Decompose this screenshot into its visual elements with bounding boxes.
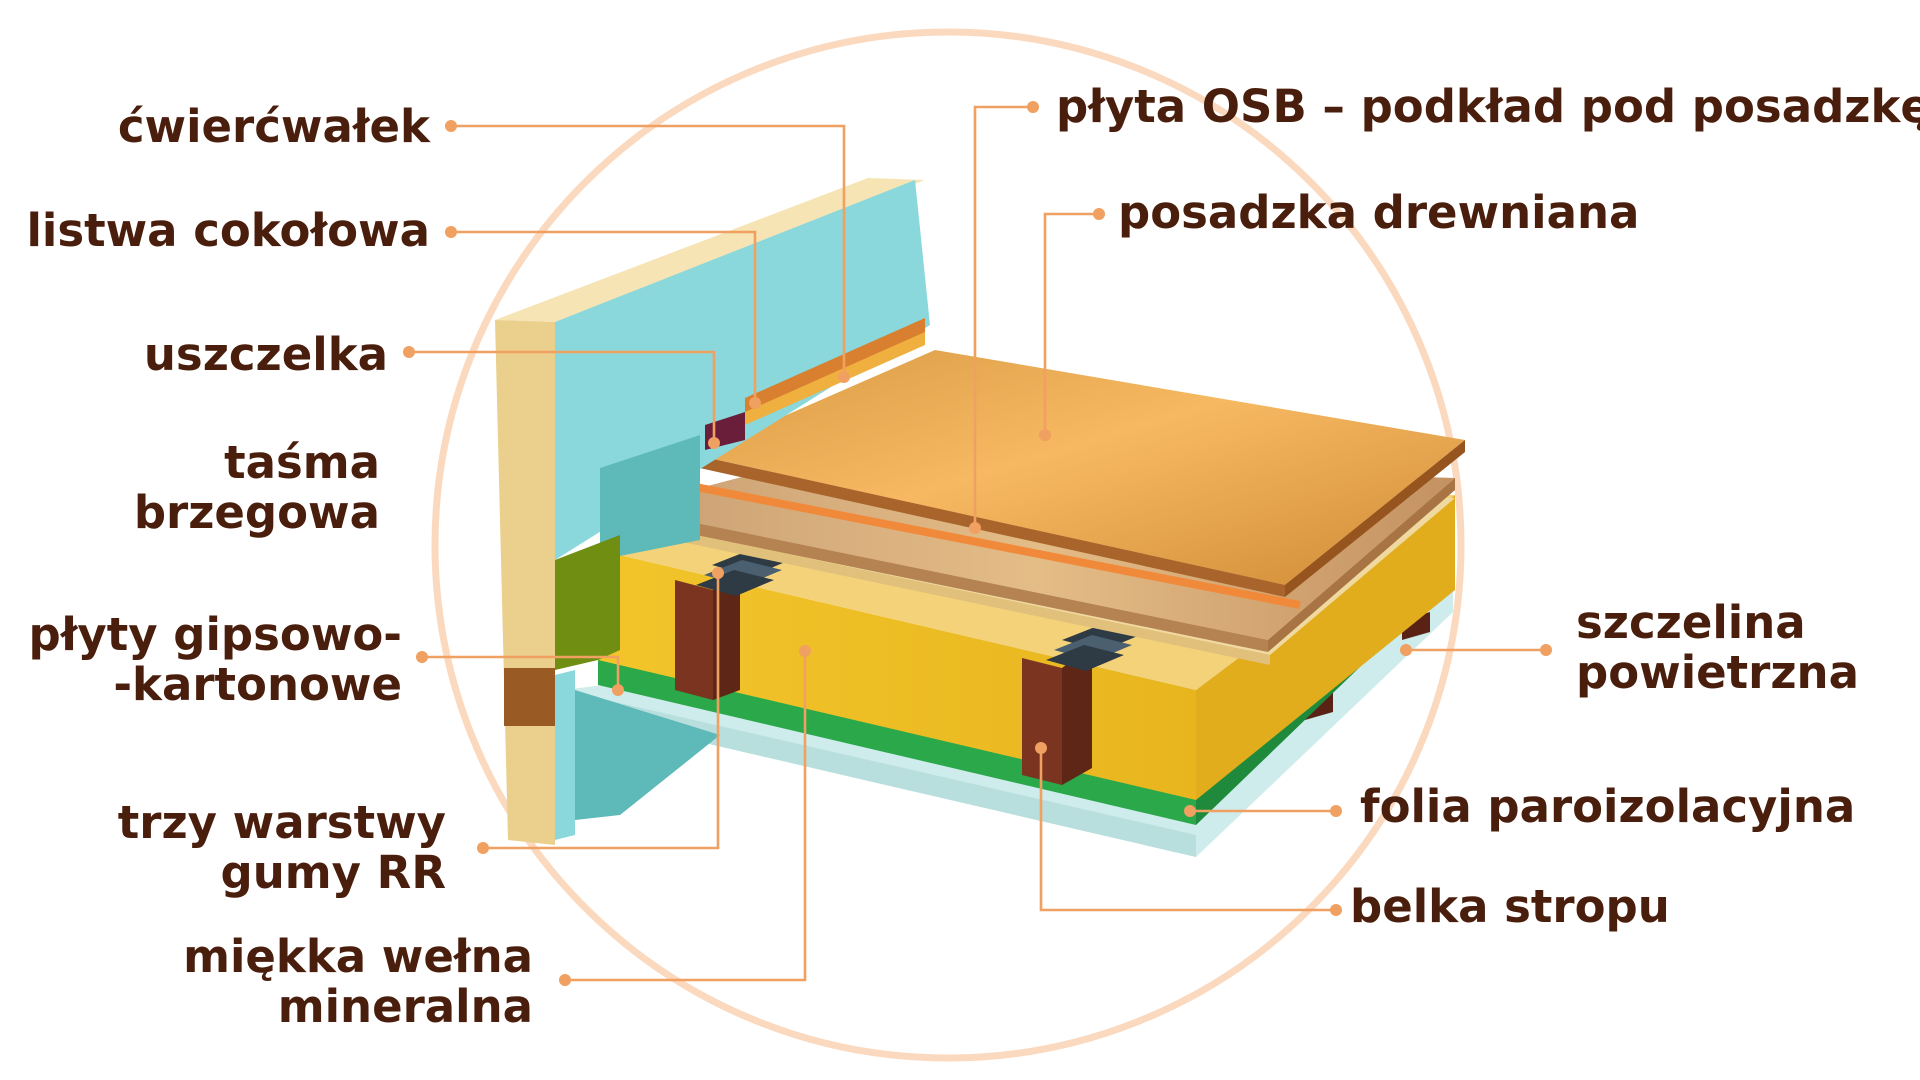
- label-szczelina-line-2: powietrzna: [1576, 646, 1859, 699]
- label-gumy-line-1: trzy warstwy: [118, 796, 446, 849]
- label-folia: folia paroizolacyjna: [1360, 780, 1855, 833]
- skirting-board: [745, 328, 925, 425]
- label-gumy-line-2: gumy RR: [221, 846, 446, 899]
- label-uszczelka: uszczelka: [144, 328, 388, 381]
- osb-strip: [669, 478, 1301, 609]
- osb-board-front: [623, 508, 1268, 652]
- label-tasma-line-1: taśma: [224, 436, 380, 489]
- label-plyty-line-2: -kartonowe: [113, 658, 402, 711]
- leader-lines: [409, 105, 1546, 982]
- beam-2-front: [1022, 658, 1062, 785]
- leader-posadzka: [1043, 212, 1099, 435]
- wall-render-top: [495, 178, 925, 322]
- label-szczelina-line-1: szczelina: [1576, 596, 1806, 649]
- wall-board-lower: [555, 670, 575, 840]
- label-welna-line-1: miękka wełna: [183, 930, 533, 983]
- background-circle: [431, 28, 1465, 1062]
- label-tasma-line-2: brzegowa: [134, 486, 380, 539]
- wall-render-front: [495, 320, 555, 845]
- vapor-foil: [598, 655, 1196, 825]
- wall-mortar-band: [504, 668, 555, 726]
- label-osb: płyta OSB – podkład pod posadzkę: [1056, 80, 1920, 133]
- beam-1-front: [675, 580, 713, 700]
- leader-cwiercwalek: [451, 124, 846, 377]
- leader-plyty: [422, 655, 620, 690]
- label-listwa: listwa cokołowa: [26, 204, 430, 257]
- label-cwiercwalek: ćwierćwałek: [118, 100, 431, 153]
- label-belka: belka stropu: [1350, 880, 1670, 933]
- wood-floor-top: [695, 350, 1465, 585]
- leader-gumy: [483, 573, 720, 850]
- leader-belka: [1039, 748, 1336, 912]
- leader-welna: [565, 651, 807, 982]
- leader-listwa: [451, 230, 757, 403]
- label-plyty-line-1: płyty gipsowo-: [29, 608, 402, 661]
- mineral-wool-side: [1196, 495, 1455, 800]
- quarter-round: [745, 318, 925, 412]
- label-welna-line-2: mineralna: [278, 980, 533, 1033]
- leader-osb: [973, 105, 1033, 528]
- edge-strip: [555, 535, 620, 670]
- label-posadzka: posadzka drewniana: [1118, 186, 1639, 239]
- leader-dots: [403, 101, 1552, 986]
- leader-uszczelka: [409, 350, 716, 443]
- wood-floor-front: [695, 455, 1285, 597]
